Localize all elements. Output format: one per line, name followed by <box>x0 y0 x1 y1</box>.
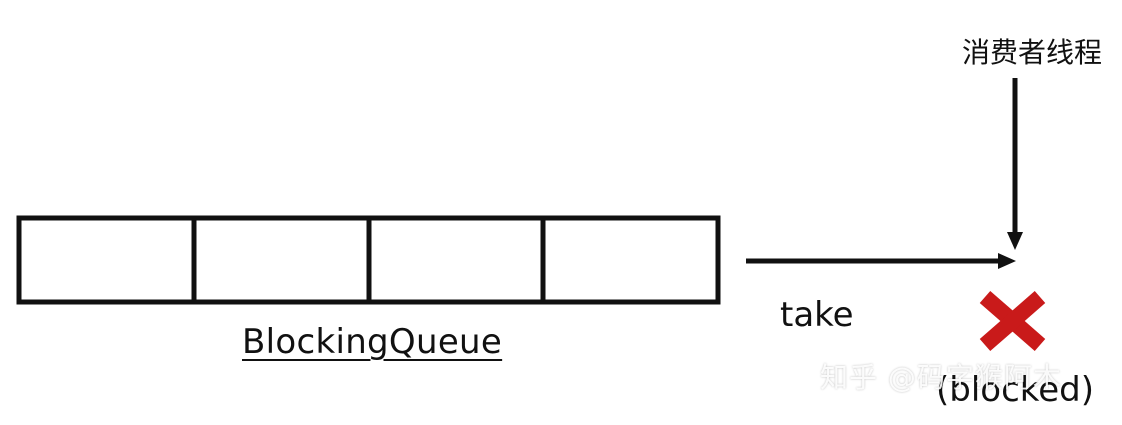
consumer-arrow <box>1007 78 1023 250</box>
queue-label: BlockingQueue <box>242 322 503 362</box>
blocked-label: (blocked) <box>936 370 1095 410</box>
consumer-thread-label: 消费者线程 <box>962 36 1103 69</box>
take-arrow <box>746 253 1016 269</box>
red-x-icon <box>979 290 1046 352</box>
take-label: take <box>780 295 854 335</box>
watermark-text: 知乎 @码字猴阿木 <box>820 361 1062 394</box>
